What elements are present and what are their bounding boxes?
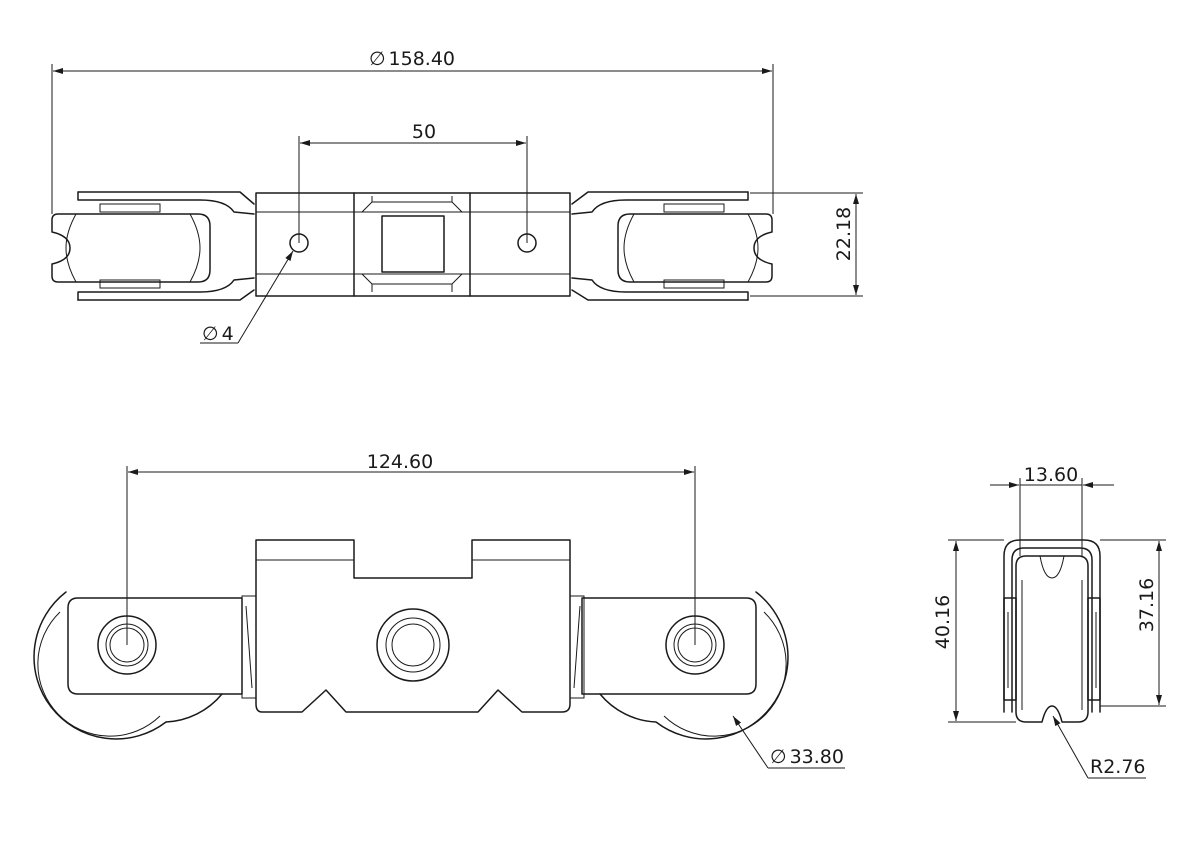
dim-50: 50 bbox=[298, 121, 528, 243]
front-arms bbox=[67, 595, 757, 699]
dim-label-axle-spacing: 124.60 bbox=[367, 451, 433, 473]
top-right-wheel bbox=[571, 191, 773, 301]
dim-37-16: 37.16 bbox=[1100, 539, 1166, 707]
dim-label-hole-spacing: 50 bbox=[412, 121, 436, 143]
top-center-body bbox=[255, 192, 571, 297]
front-right-wheel bbox=[599, 591, 789, 740]
dim-124-60: 124.60 bbox=[126, 451, 696, 645]
side-wheel bbox=[1015, 555, 1089, 723]
dim-158-40: ∅158.40 bbox=[51, 48, 774, 214]
top-view: ∅158.40 50 22.18 ∅4 bbox=[51, 48, 863, 345]
front-view: 124.60 ∅33.80 bbox=[33, 451, 845, 769]
front-left-wheel bbox=[33, 591, 223, 740]
dim-22-18: 22.18 bbox=[750, 192, 863, 297]
dim-label-wheel-diameter: ∅33.80 bbox=[770, 746, 844, 768]
dim-label-overall-diameter: ∅158.40 bbox=[369, 48, 455, 70]
dim-r2-76: R2.76 bbox=[1052, 715, 1146, 779]
dim-hole-4: ∅4 bbox=[200, 250, 294, 345]
dim-13-60: 13.60 bbox=[990, 464, 1114, 556]
dim-label-groove-radius: R2.76 bbox=[1090, 756, 1146, 778]
top-left-wheel bbox=[51, 191, 255, 301]
side-view: 13.60 40.16 37.16 R2.76 bbox=[932, 464, 1166, 779]
dim-33-80: ∅33.80 bbox=[732, 715, 845, 769]
dim-label-height: 22.18 bbox=[833, 207, 855, 261]
front-center-body bbox=[255, 539, 571, 713]
dim-label-inner-height: 37.16 bbox=[1136, 578, 1158, 632]
side-bracket bbox=[1003, 539, 1101, 713]
dim-label-width: 13.60 bbox=[1024, 464, 1078, 486]
dim-40-16: 40.16 bbox=[932, 539, 1016, 723]
dim-label-hole-diameter: ∅4 bbox=[202, 323, 234, 345]
dim-label-outer-height: 40.16 bbox=[932, 595, 954, 649]
